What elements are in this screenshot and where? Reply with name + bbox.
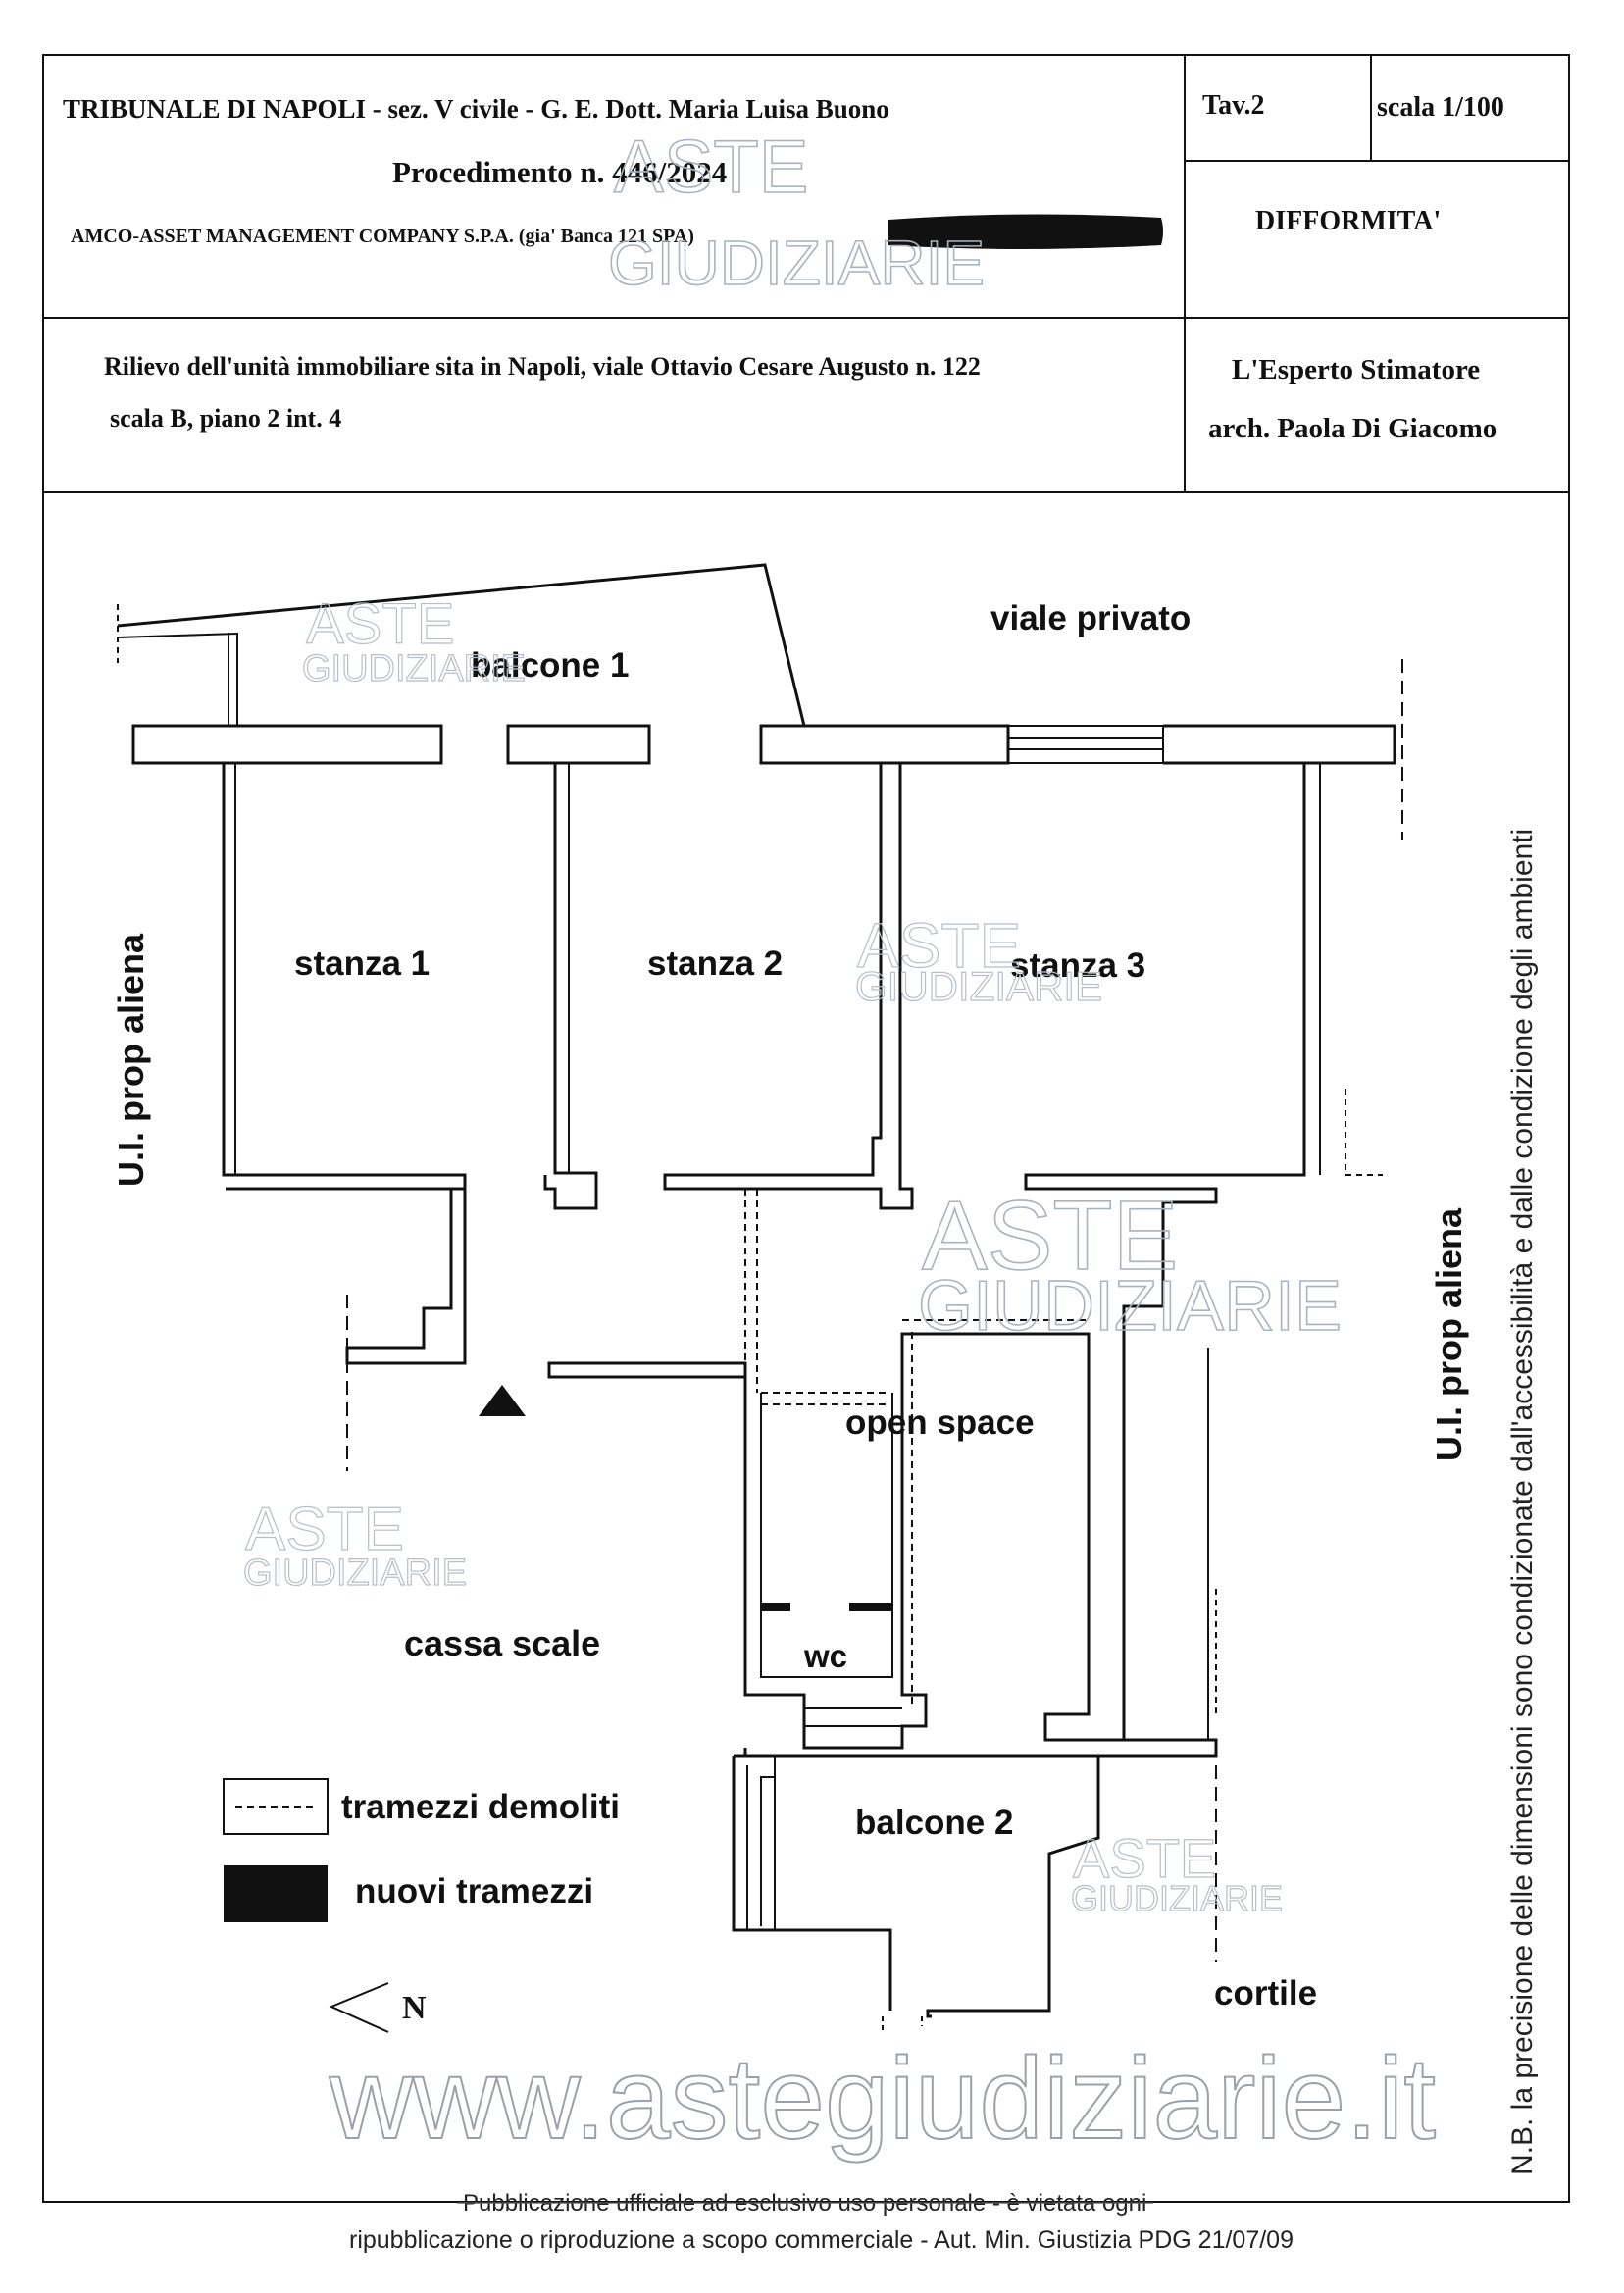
svg-text:ASTE: ASTE — [245, 1496, 404, 1563]
svg-text:ASTE: ASTE — [857, 910, 1021, 981]
watermark-logo-stanza3: ASTE GIUDIZIARIE — [854, 909, 1102, 1009]
svg-text:ASTE: ASTE — [306, 592, 455, 656]
drawing-scale: scala 1/100 — [1377, 92, 1504, 123]
watermark-url: www.astegiudiziarie.it — [329, 2034, 1436, 2164]
accessibility-note: N.B. la precisione delle dimensioni sono… — [1506, 829, 1539, 2175]
svg-text:GIUDIZIARIE: GIUDIZIARIE — [608, 228, 985, 298]
watermark-logo-right: ASTE GIUDIZIARIE — [1070, 1826, 1283, 1918]
drawing-type: DIFFORMITA' — [1255, 206, 1441, 236]
label-viale-privato: viale privato — [990, 599, 1191, 637]
drawing-frame — [42, 492, 1570, 2203]
north-label: N — [402, 1990, 427, 2026]
footer-line-2: ripubblicazione o riproduzione a scopo c… — [349, 2226, 1294, 2254]
expert-name: arch. Paola Di Giacomo — [1208, 413, 1497, 444]
survey-line-2: scala B, piano 2 int. 4 — [110, 404, 341, 433]
north-arrow-icon — [329, 1982, 389, 2033]
watermark-logo-top: ASTE GIUDIZIARIE — [607, 125, 986, 299]
legend-new-label: nuovi tramezzi — [355, 1872, 593, 1911]
svg-text:GIUDIZIARIE: GIUDIZIARIE — [918, 1267, 1342, 1346]
entrance-arrow-icon — [479, 1385, 526, 1416]
svg-text:GIUDIZIARIE: GIUDIZIARIE — [302, 648, 526, 689]
parties-line: AMCO-ASSET MANAGEMENT COMPANY S.P.A. (gi… — [71, 226, 694, 247]
title-block — [42, 54, 1570, 493]
svg-text:ASTE: ASTE — [1073, 1827, 1216, 1889]
new-partition-left — [761, 1603, 790, 1611]
svg-text:ASTE: ASTE — [614, 126, 809, 209]
label-balcone-2: balcone 2 — [855, 1804, 1013, 1842]
label-open-space: open space — [845, 1403, 1035, 1442]
legend-new-swatch — [224, 1865, 328, 1922]
label-stanza-1: stanza 1 — [294, 944, 430, 983]
label-wc: wc — [803, 1638, 847, 1674]
legend: tramezzi demoliti nuovi tramezzi — [223, 1778, 620, 1922]
redaction-bar — [888, 214, 1163, 249]
watermark-logo-center: ASTE GIUDIZIARIE — [917, 1180, 1343, 1347]
label-cassa-scale: cassa scale — [404, 1623, 600, 1663]
walls — [117, 563, 1403, 2030]
label-cortile: cortile — [1214, 1974, 1317, 2013]
label-stanza-2: stanza 2 — [647, 944, 783, 983]
svg-text:GIUDIZIARIE: GIUDIZIARIE — [243, 1553, 467, 1594]
label-balcone-1: balcone 1 — [471, 646, 629, 685]
label-left-neighbour: U.I. prop aliena — [111, 933, 151, 1187]
new-partition-right — [849, 1603, 892, 1611]
legend-demolished-swatch — [223, 1778, 329, 1835]
svg-text:ASTE: ASTE — [922, 1181, 1178, 1291]
svg-text:GIUDIZIARIE: GIUDIZIARIE — [855, 963, 1102, 1009]
legend-demolished-label: tramezzi demoliti — [341, 1788, 620, 1826]
watermark-logo-balcony: ASTE GIUDIZIARIE — [301, 591, 526, 689]
svg-text:GIUDIZIARIE: GIUDIZIARIE — [1071, 1878, 1283, 1918]
court-line: TRIBUNALE DI NAPOLI - sez. V civile - G.… — [63, 94, 889, 124]
label-right-neighbour: U.I. prop aliena — [1429, 1207, 1469, 1461]
procedure-number: Procedimento n. 446/2024 — [392, 155, 727, 189]
watermark-logo-left: ASTE GIUDIZIARIE — [242, 1495, 467, 1594]
expert-title: L'Esperto Stimatore — [1232, 354, 1480, 385]
table-number: Tav.2 — [1202, 90, 1265, 121]
survey-line-1: Rilievo dell'unità immobiliare sita in N… — [104, 352, 981, 381]
label-stanza-3: stanza 3 — [1010, 946, 1145, 985]
